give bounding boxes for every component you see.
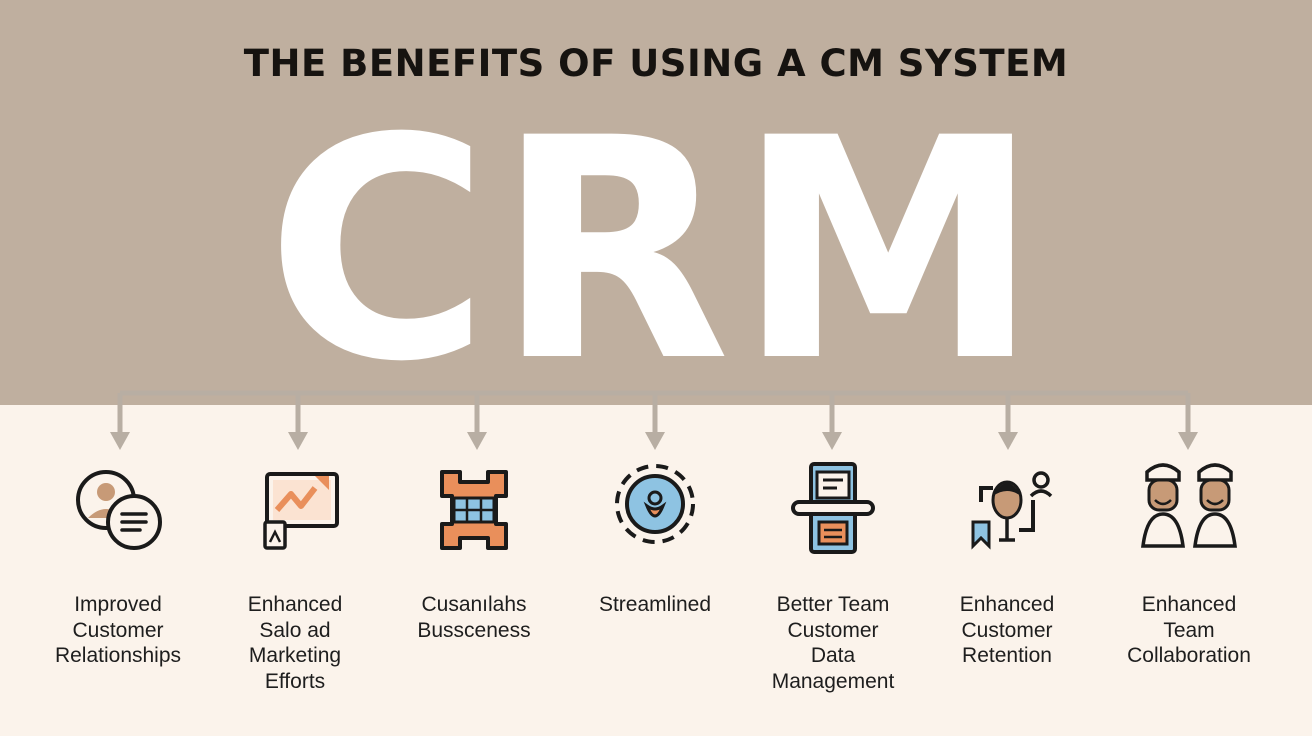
benefit-enhanced-marketing: Enhanced Salo ad Marketing Efforts [205, 460, 385, 710]
page-title: THE BENEFITS OF USING A CM SYSTEM [243, 42, 1069, 85]
benefit-better-data-management: Better Team Customer Data Management [743, 460, 923, 710]
benefit-label: Better Team Customer Data Management [771, 593, 895, 693]
retention-person-icon [971, 471, 1053, 550]
benefit-label: Improved Customer Relationships [54, 593, 182, 667]
benefit-streamlined: Streamlined [565, 460, 745, 710]
customer-chat-icon [76, 470, 162, 550]
benefit-label: Enhanced Team Collaboration [1127, 593, 1251, 667]
benefit-label: Streamlined [598, 593, 712, 616]
benefit-label: Enhanced Salo ad Marketing Efforts [247, 593, 343, 693]
benefit-improved-customer-relationships: Improved Customer Relationships [28, 460, 208, 710]
benefit-enhanced-team-collaboration: Enhanced Team Collaboration [1099, 460, 1279, 710]
marketing-chart-icon [263, 472, 339, 550]
benefit-customer-business: Cusanılahs Bussceness [384, 460, 564, 710]
connector-arrows [110, 390, 1198, 450]
team-people-icon [1141, 463, 1237, 548]
header-band [0, 0, 1312, 405]
crm-hero-text: CRM [265, 73, 1047, 428]
gear-lock-icon [615, 464, 695, 544]
benefit-label: Cusanılahs Bussceness [417, 593, 531, 642]
data-document-icon [791, 462, 875, 554]
benefit-label: Enhanced Customer Retention [959, 593, 1055, 667]
benefit-enhanced-customer-retention: Enhanced Customer Retention [917, 460, 1097, 710]
puzzle-grid-icon [440, 470, 508, 550]
